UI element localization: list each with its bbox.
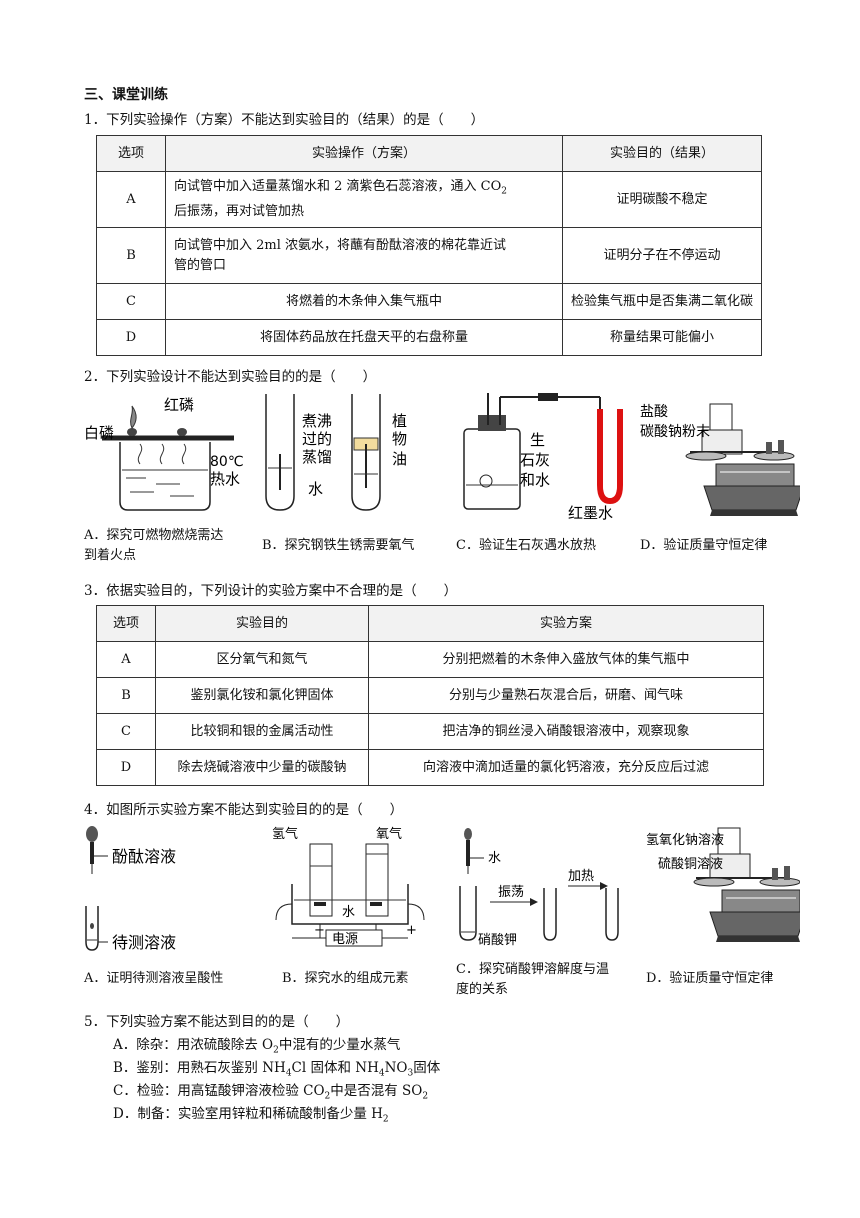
q4-option-d: D．验证质量守恒定律 [646, 971, 774, 986]
label-temperature: 80℃ [210, 454, 244, 470]
q1-row-a-goal: 证明碳酸不稳定 [562, 171, 762, 228]
label-water-drop: 水 [488, 851, 501, 866]
q3-row-a-goal: 区分氧气和氮气 [155, 641, 369, 678]
q2-diagram-b-rusting: 煮沸 过的 蒸馏 水 植 物 油 [265, 394, 407, 511]
table-row: C 比较铜和银的金属活动性 把洁净的铜丝浸入硝酸银溶液中，观察现象 [96, 713, 764, 750]
q2-option-b: B．探究钢铁生锈需要氧气 [262, 538, 415, 553]
q2-option-c: C．验证生石灰遇水放热 [456, 538, 596, 553]
q3-row-d-option: D [96, 749, 156, 786]
q5-option-b: B．鉴别：用熟石灰鉴别 NH4Cl 固体和 NH4NO3固体 [113, 1060, 441, 1079]
question-1-text: 1．下列实验操作（方案）不能达到实验目的（结果）的是（ ） [84, 112, 485, 128]
label-oil-2: 物 [392, 430, 407, 448]
q4-diagram-a-indicator: 酚酞溶液 待测溶液 [85, 826, 176, 952]
q3-row-b-option: B [96, 677, 156, 714]
q3-row-b-plan: 分别与少量熟石灰混合后，研磨、闻气味 [368, 677, 764, 714]
question-5-text: 5．下列实验方案不能达到目的的是（ ） [84, 1014, 350, 1030]
q2-option-a: A．探究可燃物燃烧需达 到着火点 [84, 528, 224, 563]
question-2-text: 2．下列实验设计不能达到实验目的的是（ ） [84, 369, 377, 385]
table-row: A 向试管中加入适量蒸馏水和 2 滴紫色石蕊溶液，通入 CO2 后振荡，再对试管… [96, 171, 762, 228]
label-phenolphthalein: 酚酞溶液 [112, 847, 176, 866]
q1-row-c-operation: 将燃着的木条伸入集气瓶中 [165, 283, 563, 320]
q3-header-option: 选项 [96, 605, 156, 642]
label-boiled-2: 过的 [302, 430, 332, 448]
label-water: 水 [342, 905, 355, 920]
q3-row-a-option: A [96, 641, 156, 678]
q2-option-d: D．验证质量守恒定律 [640, 538, 768, 553]
label-minus: − [314, 923, 325, 938]
q3-row-c-option: C [96, 713, 156, 750]
q1-header-option: 选项 [96, 135, 166, 172]
q1-row-b-operation: 向试管中加入 2ml 浓氨水，将蘸有酚酞溶液的棉花靠近试 管的管口 [165, 227, 563, 284]
q4-diagram-d-balance: 氢氧化钠溶液 硫酸铜溶液 [646, 827, 800, 942]
table-row: C 将燃着的木条伸入集气瓶中 检验集气瓶中是否集满二氧化碳 [96, 283, 762, 320]
question-4-text: 4．如图所示实验方案不能达到实验目的的是（ ） [84, 802, 404, 818]
q1-row-c-goal: 检验集气瓶中是否集满二氧化碳 [562, 283, 762, 320]
label-red-phosphorus: 红磷 [164, 396, 194, 414]
table-row: A 区分氧气和氮气 分别把燃着的木条伸入盛放气体的集气瓶中 [96, 641, 764, 678]
label-sodium-hydroxide: 氢氧化钠溶液 [646, 833, 724, 848]
label-boiled-3: 蒸馏 [302, 448, 332, 466]
q3-row-d-plan: 向溶液中滴加适量的氯化钙溶液，充分反应后过滤 [368, 749, 764, 786]
q2-diagram-a-combustion: 白磷 红磷 80℃ 热水 [84, 396, 244, 511]
q3-header-goal: 实验目的 [155, 605, 369, 642]
label-heat: 加热 [568, 869, 594, 884]
section-title: 三、课堂训练 [84, 87, 168, 103]
q4-diagram-b-electrolysis: 氢气 氧气 水 电源 − + [272, 826, 425, 947]
q3-header-plan: 实验方案 [368, 605, 764, 642]
label-oil-3: 油 [392, 450, 407, 468]
table-row: B 向试管中加入 2ml 浓氨水，将蘸有酚酞溶液的棉花靠近试 管的管口 证明分子… [96, 227, 762, 284]
q1-row-b-option: B [96, 227, 166, 284]
table-row: B 鉴别氯化铵和氯化钾固体 分别与少量熟石灰混合后，研磨、闻气味 [96, 677, 764, 714]
q4-option-a: A．证明待测溶液呈酸性 [84, 971, 224, 986]
label-red-ink: 红墨水 [568, 504, 613, 520]
q3-row-a-plan: 分别把燃着的木条伸入盛放气体的集气瓶中 [368, 641, 764, 678]
label-boiled-1: 煮沸 [302, 412, 332, 430]
q1-row-a-operation: 向试管中加入适量蒸馏水和 2 滴紫色石蕊溶液，通入 CO2 后振荡，再对试管加热 [165, 171, 563, 228]
label-hydrogen: 氢气 [272, 826, 298, 842]
q1-row-b-goal: 证明分子在不停运动 [562, 227, 762, 284]
label-power-source: 电源 [332, 932, 358, 947]
q1-row-d-option: D [96, 319, 166, 356]
q3-row-d-goal: 除去烧碱溶液中少量的碳酸钠 [155, 749, 369, 786]
q1-row-a-option: A [96, 171, 166, 228]
label-copper-sulfate: 硫酸铜溶液 [658, 857, 723, 872]
label-potassium-nitrate: 硝酸钾 [478, 933, 517, 948]
label-white-phosphorus: 白磷 [84, 424, 114, 442]
question-3-text: 3．依据实验目的，下列设计的实验方案中不合理的是（ ） [84, 583, 458, 599]
table-row: D 将固体药品放在托盘天平的右盘称量 称量结果可能偏小 [96, 319, 762, 356]
label-oil-1: 植 [392, 412, 407, 430]
q4-option-b: B．探究水的组成元素 [282, 971, 409, 986]
q3-row-c-goal: 比较铜和银的金属活动性 [155, 713, 369, 750]
label-shake: 振荡 [498, 885, 524, 900]
label-lime-3: 和水 [520, 471, 550, 489]
q1-header-operation: 实验操作（方案） [165, 135, 563, 172]
label-hydrochloric-acid: 盐酸 [640, 404, 668, 420]
q1-table: 选项 实验操作（方案） 实验目的（结果） A 向试管中加入适量蒸馏水和 2 滴紫… [96, 135, 762, 356]
q3-table: 选项 实验目的 实验方案 A 区分氧气和氮气 分别把燃着的木条伸入盛放气体的集气… [96, 605, 764, 786]
q1-header-goal: 实验目的（结果） [562, 135, 762, 172]
label-lime-2: 石灰 [520, 451, 550, 469]
q1-row-d-operation: 将固体药品放在托盘天平的右盘称量 [165, 319, 563, 356]
q5-option-c: C．检验：用高锰酸钾溶液检验 CO2中是否混有 SO2 [113, 1083, 429, 1102]
q4-diagram-c-solubility: 水 振荡 加热 硝酸钾 [459, 828, 619, 948]
label-plus: + [406, 923, 417, 938]
q5-option-d: D．制备：实验室用锌粒和稀硫酸制备少量 H2 [113, 1106, 389, 1125]
q3-row-c-plan: 把洁净的铜丝浸入硝酸银溶液中，观察现象 [368, 713, 764, 750]
label-hot-water: 热水 [210, 470, 240, 488]
label-boiled-4: 水 [308, 480, 323, 498]
q2-diagram-d-balance: 盐酸 碳酸钠粉末 [640, 403, 800, 516]
q2-diagram-c-lime: 生 石灰 和水 红墨水 [463, 393, 623, 520]
q1-row-c-option: C [96, 283, 166, 320]
q5-option-a: A．除杂：用浓硫酸除去 O2中混有的少量水蒸气 [113, 1037, 401, 1056]
q1-row-d-goal: 称量结果可能偏小 [562, 319, 762, 356]
table-row: D 除去烧碱溶液中少量的碳酸钠 向溶液中滴加适量的氯化钙溶液，充分反应后过滤 [96, 749, 764, 786]
label-lime-1: 生 [530, 431, 545, 449]
label-sodium-carbonate: 碳酸钠粉末 [640, 424, 710, 440]
label-oxygen: 氧气 [376, 826, 402, 842]
q3-row-b-goal: 鉴别氯化铵和氯化钾固体 [155, 677, 369, 714]
label-test-solution: 待测溶液 [112, 933, 176, 952]
q4-option-c: C．探究硝酸钾溶解度与温 度的关系 [456, 962, 609, 997]
